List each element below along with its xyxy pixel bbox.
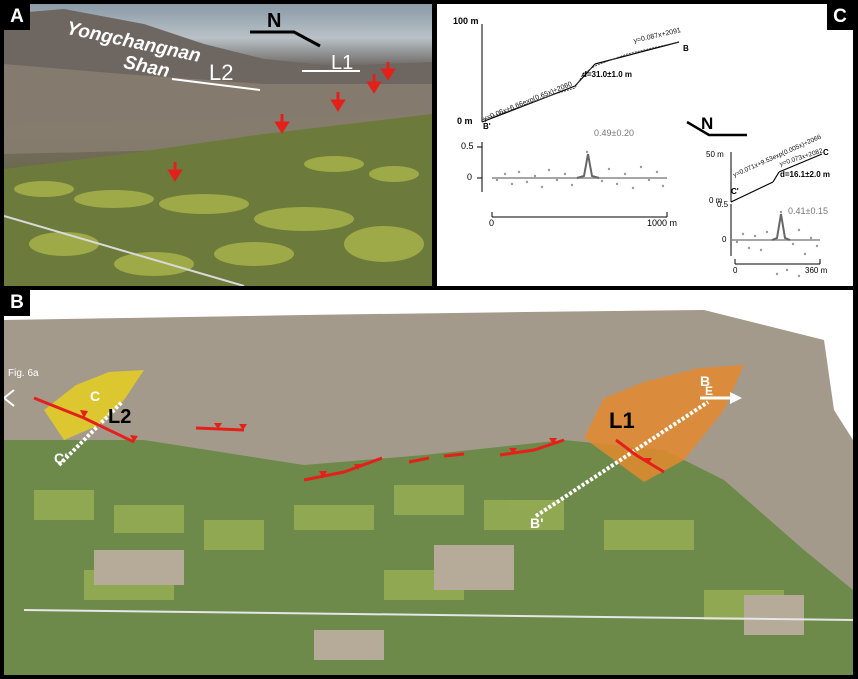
profile-b-slope-peak-label: 0.49±0.20 xyxy=(594,128,634,138)
profile-c-y-top: 50 m xyxy=(706,150,724,159)
profile-c-elevation xyxy=(730,152,823,203)
profile-c-slope-y-zero: 0 xyxy=(722,235,727,244)
panel-c-tag: C xyxy=(827,4,853,30)
l1-label: L1 xyxy=(609,408,635,433)
panel-b-map xyxy=(4,310,853,675)
l1-surface xyxy=(584,365,744,482)
profile-b-upper-fit xyxy=(594,41,680,65)
l2-line xyxy=(171,78,261,91)
villages xyxy=(94,545,804,660)
profile-b-offset: d=31.0±1.0 m xyxy=(582,70,632,79)
profile-c-start: C' xyxy=(54,450,68,466)
profile-charts xyxy=(477,24,823,278)
north-arrow xyxy=(250,30,321,48)
profile-c-slope-peak-label: 0.41±0.15 xyxy=(788,206,828,216)
profile-c-upper-fit xyxy=(778,153,823,173)
l1-label: L1 xyxy=(331,52,354,74)
profile-b-points xyxy=(481,41,680,121)
panel-a-landscape xyxy=(4,9,432,286)
profile-b-end: B xyxy=(700,373,711,389)
profile-b-slope-peak xyxy=(576,153,600,179)
profile-b-x-end: 1000 m xyxy=(647,218,678,228)
fault-arrows xyxy=(167,62,396,182)
panel-b-tag: B xyxy=(4,290,30,316)
profile-b-elevation xyxy=(481,24,680,123)
east-arrowhead xyxy=(730,392,742,404)
profile-c-end-label: C xyxy=(823,148,829,157)
profile-b-scarp xyxy=(574,63,596,87)
profile-b-slope xyxy=(477,142,668,218)
fault-ticks xyxy=(80,410,652,478)
profile-b-start-label: B' xyxy=(483,122,491,131)
profile-b-line xyxy=(534,400,710,518)
road xyxy=(23,609,853,621)
profile-b-end-label: B xyxy=(683,44,689,53)
fig-ref-label: Fig. 6a xyxy=(8,368,39,379)
panel-a-tag: A xyxy=(4,4,30,30)
profile-c-slope-y-top: 0.5 xyxy=(717,200,729,209)
profile-c-end: C xyxy=(90,388,101,404)
field-zone xyxy=(4,440,853,675)
north-arrow-c xyxy=(686,120,747,137)
profile-b-slope-y-top: 0.5 xyxy=(461,141,474,151)
l2-label: L2 xyxy=(108,406,132,428)
profile-c-x-end: 360 m xyxy=(805,266,828,275)
profile-c-slope-peak xyxy=(771,213,791,241)
fig-ref-marker xyxy=(4,389,15,407)
profile-b-x-start: 0 xyxy=(489,218,495,228)
north-label: N xyxy=(267,10,282,32)
profile-c-x-start: 0 xyxy=(733,266,738,275)
panel-a-photo: A Yongchangnan Shan N L2 L1 xyxy=(4,4,432,286)
profile-c-scarp xyxy=(772,171,780,183)
profile-b-slope-y-zero: 0 xyxy=(467,172,473,182)
l2-label: L2 xyxy=(209,60,234,85)
north-label-c: N xyxy=(701,114,714,133)
field-patches xyxy=(14,156,424,276)
profile-c-start-label: C' xyxy=(731,187,739,196)
l2-surface xyxy=(44,370,144,440)
profile-c-lower-fit xyxy=(730,181,774,203)
profile-c-y-bottom: 0 m xyxy=(709,196,723,205)
panel-b-orthophoto: B Fig. 6a L2 L1 B B' C C' E xyxy=(4,290,853,675)
road xyxy=(4,215,245,286)
profile-c-offset: d=16.1±2.0 m xyxy=(780,170,830,179)
panel-c-profiles: C xyxy=(437,4,853,286)
profile-b-y-top: 100 m xyxy=(453,16,479,26)
profile-b-start: B' xyxy=(530,515,544,531)
profile-b-y-bottom: 0 m xyxy=(457,116,473,126)
east-label: E xyxy=(705,384,714,398)
profile-c-slope xyxy=(730,204,821,278)
